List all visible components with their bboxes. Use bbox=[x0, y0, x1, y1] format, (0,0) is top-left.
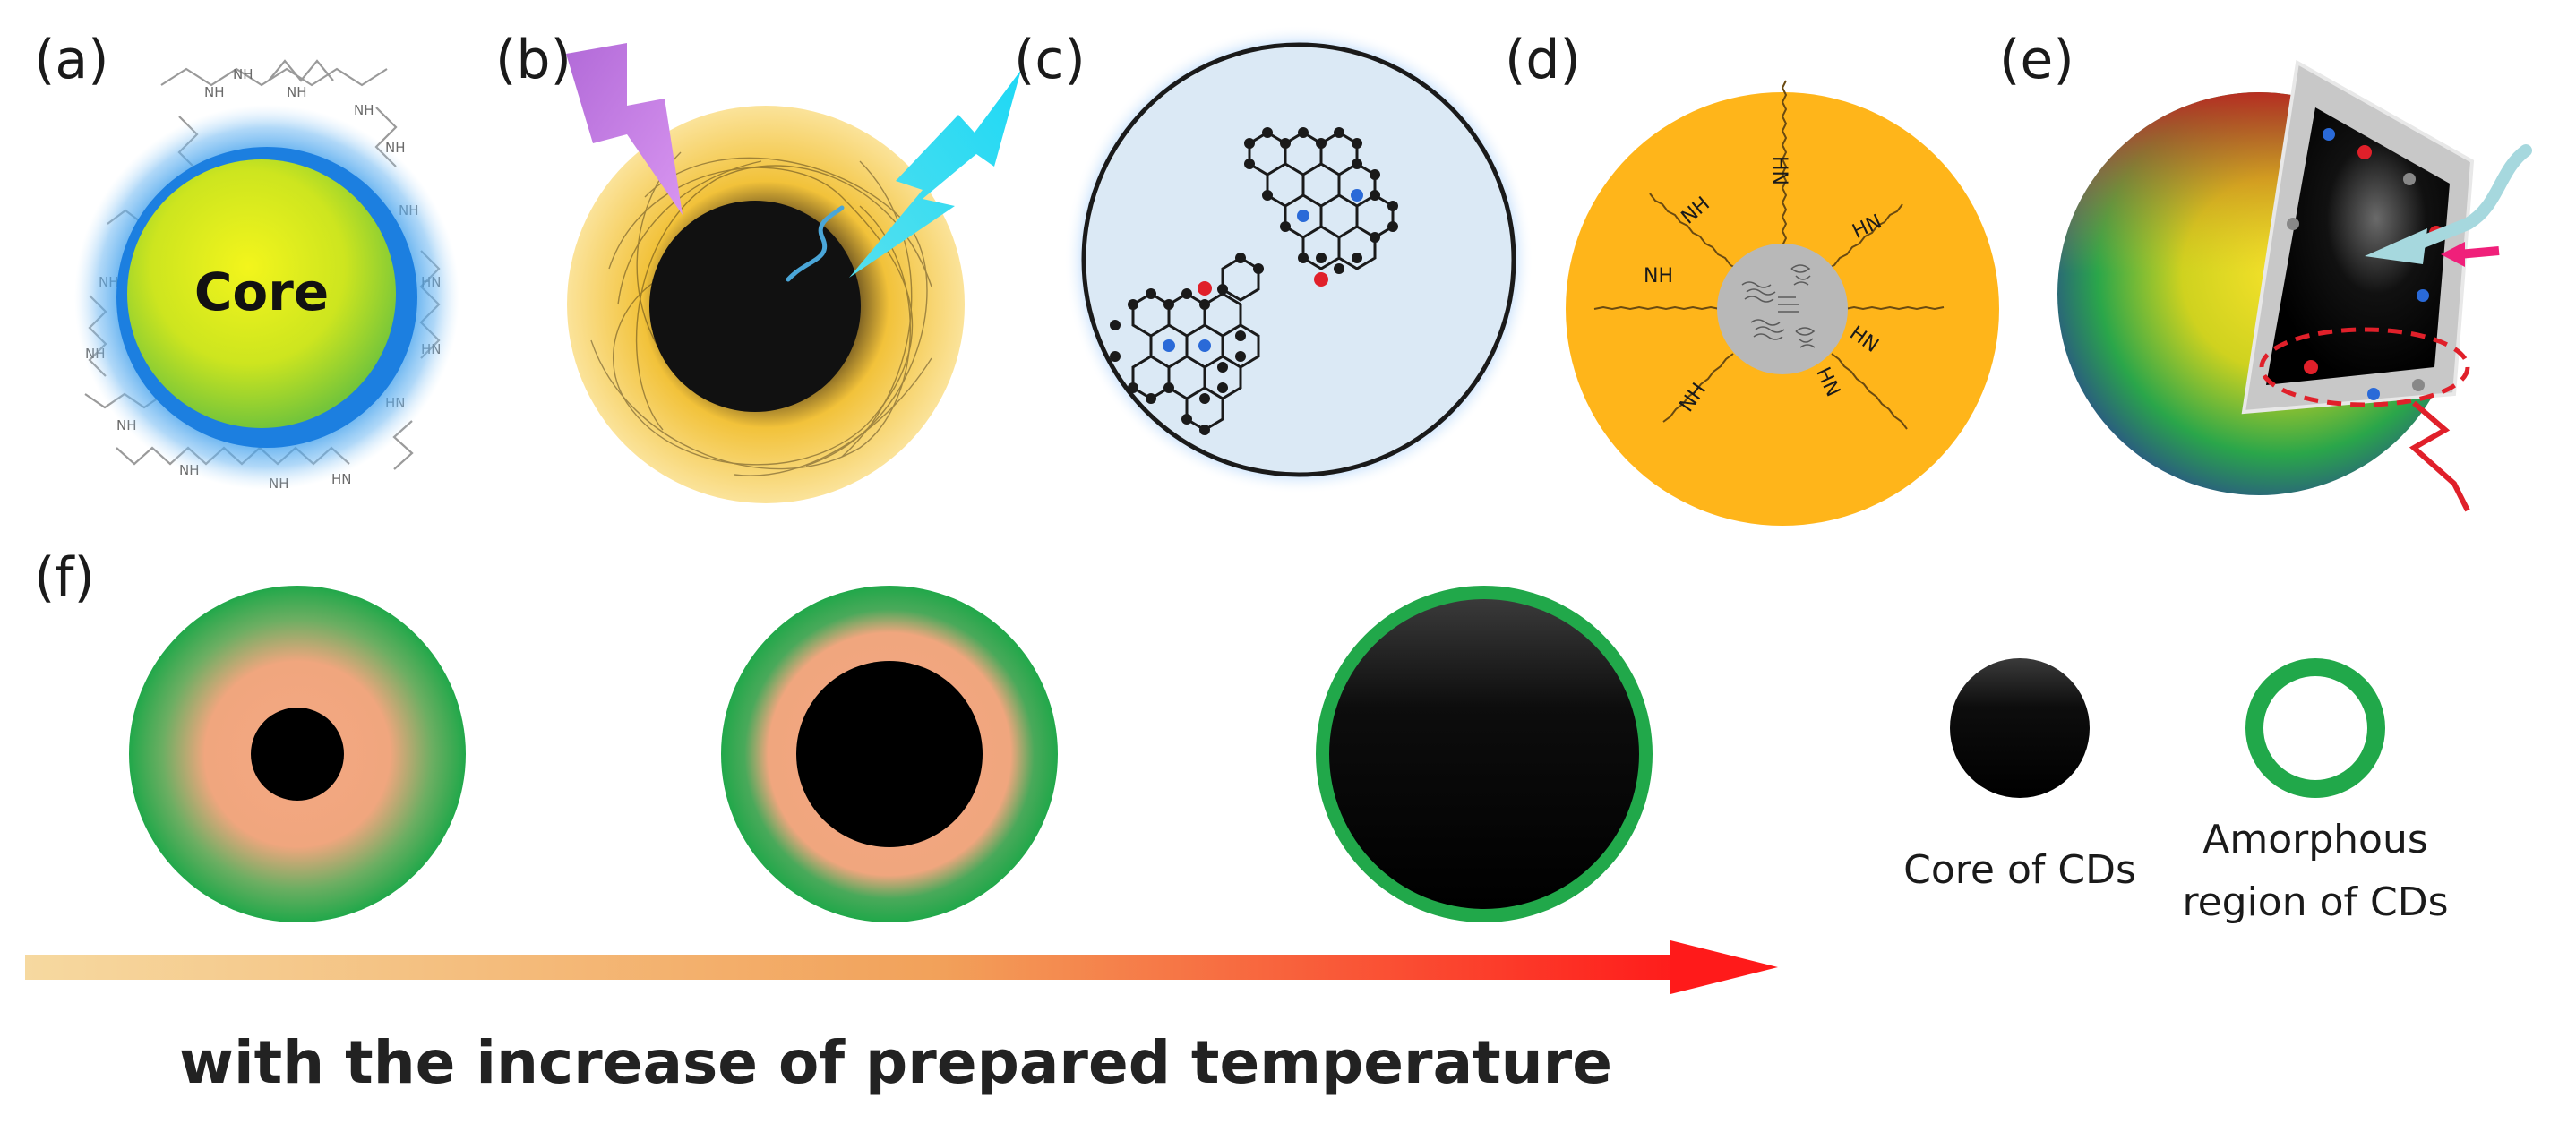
legend-amorphous-label-1: Amorphous bbox=[2202, 817, 2428, 862]
nh-label: NH bbox=[1644, 265, 1673, 287]
cd-low-temp-core bbox=[251, 708, 344, 801]
teal-arrowhead-icon bbox=[2365, 228, 2427, 264]
svg-text:NH: NH bbox=[287, 84, 307, 100]
panel-label-c: (c) bbox=[1014, 29, 1086, 91]
panel-label-e: (e) bbox=[1999, 29, 2074, 91]
atom-dots bbox=[1110, 127, 1398, 435]
legend-amorphous-swatch bbox=[2245, 658, 2385, 798]
temperature-arrowhead-icon bbox=[1670, 940, 1778, 994]
panel-c bbox=[1064, 25, 1533, 494]
svg-text:NH: NH bbox=[233, 66, 253, 82]
teal-arrow-icon bbox=[2412, 144, 2532, 250]
panel-e bbox=[2057, 59, 2532, 512]
svg-text:NH: NH bbox=[204, 84, 225, 100]
cd-mid-temp-core bbox=[796, 661, 983, 847]
core-sphere bbox=[127, 159, 396, 428]
nitrogen-atoms bbox=[1163, 189, 1363, 352]
temperature-arrow-shaft bbox=[25, 955, 1687, 980]
temperature-arrow-caption: with the increase of prepared temperatur… bbox=[179, 1028, 1612, 1097]
panel-label-d: (d) bbox=[1505, 29, 1581, 91]
grey-core bbox=[1717, 244, 1848, 374]
panel-d: NH HN HN NH HN NH HN bbox=[1566, 80, 1999, 526]
pink-arrow-icon bbox=[2458, 246, 2500, 259]
excitation-curl-icon bbox=[786, 205, 845, 282]
alkyl-chains bbox=[1593, 80, 1945, 430]
cd-high-temp-core bbox=[1329, 599, 1639, 909]
core-texture bbox=[1741, 264, 1816, 348]
oxygen-atoms bbox=[1198, 272, 1328, 296]
core-label: Core bbox=[193, 262, 330, 322]
black-core bbox=[649, 201, 861, 412]
legend-core-label: Core of CDs bbox=[1903, 847, 2136, 893]
panel-label-b: (b) bbox=[495, 29, 571, 91]
purple-bolt-icon bbox=[566, 43, 683, 215]
legend-core-swatch bbox=[1950, 658, 2090, 798]
panel-label-a: (a) bbox=[34, 29, 109, 91]
legend-amorphous-label-2: region of CDs bbox=[2182, 879, 2449, 925]
panel-f bbox=[25, 586, 2385, 994]
panel-b bbox=[566, 43, 1021, 503]
cyan-bolt-icon bbox=[849, 70, 1021, 278]
nh-label: HN bbox=[1768, 156, 1790, 185]
svg-text:NH: NH bbox=[354, 102, 374, 118]
panel-label-f: (f) bbox=[34, 546, 95, 609]
red-emission-icon bbox=[2409, 400, 2470, 512]
dashed-region bbox=[2259, 327, 2470, 407]
pink-arrowhead-icon bbox=[2441, 242, 2465, 267]
